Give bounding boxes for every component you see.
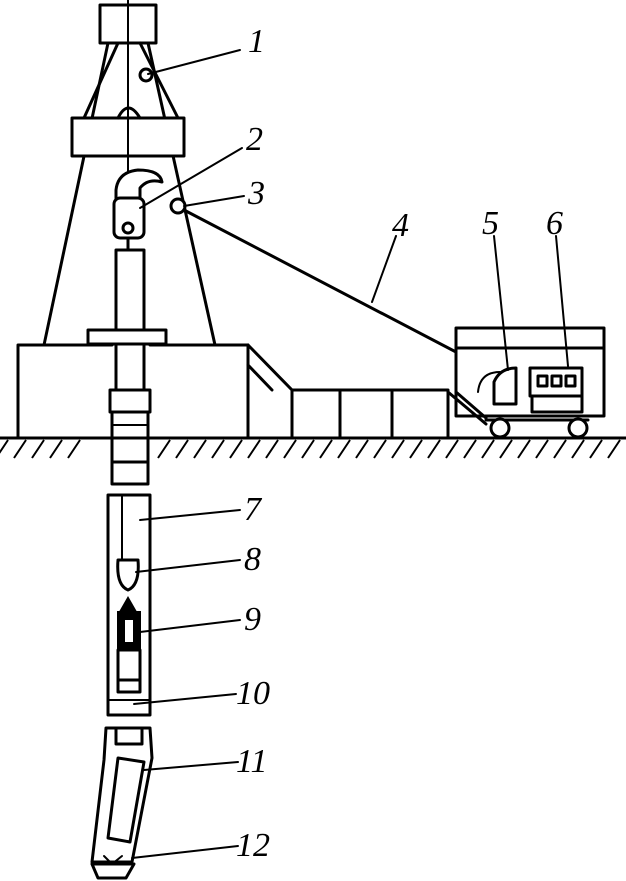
drill-bit-12 xyxy=(90,862,136,880)
ground-hatch xyxy=(517,439,531,459)
callout-5: 5 xyxy=(482,205,499,242)
ground-hatch xyxy=(247,439,261,459)
ground-hatch xyxy=(553,439,567,459)
ground-hatch xyxy=(355,439,369,459)
callout-4: 4 xyxy=(392,207,409,244)
ground-hatch xyxy=(265,439,279,459)
leader-lines xyxy=(131,49,569,859)
ground-hatch xyxy=(0,439,9,454)
ground-hatch xyxy=(229,439,243,459)
ground-hatch xyxy=(49,439,63,459)
callout-6: 6 xyxy=(546,205,563,242)
hook-swivel xyxy=(112,168,164,252)
ground-hatch xyxy=(607,439,621,459)
ground-hatch xyxy=(463,439,477,459)
ground-hatch xyxy=(175,439,189,459)
ground-hatch xyxy=(283,439,297,459)
ground-hatch xyxy=(427,439,441,459)
ground-hatch xyxy=(535,439,549,459)
ground-hatch xyxy=(13,439,27,459)
wire-rope-4 xyxy=(182,208,502,377)
winch-5 xyxy=(492,366,518,406)
rig-floor xyxy=(16,328,450,440)
callout-1: 1 xyxy=(248,23,265,60)
callout-3: 3 xyxy=(247,175,265,212)
ground-hatch xyxy=(67,439,81,459)
callout-9: 9 xyxy=(244,601,261,638)
ground-hatch xyxy=(31,439,45,459)
derrick xyxy=(42,0,217,347)
ground-hatch xyxy=(445,439,459,459)
callout-12: 12 xyxy=(236,827,270,864)
ground-hatch xyxy=(373,439,387,459)
ground-hatch xyxy=(499,439,513,459)
tank-b xyxy=(338,388,394,440)
callouts: 1 2 3 4 5 6 7 8 9 10 11 12 xyxy=(236,23,563,864)
ground-hatch xyxy=(301,439,315,459)
callout-2: 2 xyxy=(246,121,263,158)
sheave-1 xyxy=(138,67,154,83)
callout-11: 11 xyxy=(236,743,267,780)
ground-hatch xyxy=(193,439,207,459)
tank-c xyxy=(390,388,450,440)
ground-hatch xyxy=(157,439,171,459)
tank-a xyxy=(290,388,342,440)
logging-truck xyxy=(446,326,606,439)
callout-8: 8 xyxy=(244,541,261,578)
drill-pipe-surface xyxy=(108,248,152,464)
ground-hatch xyxy=(571,439,585,459)
ground xyxy=(0,436,626,459)
downhole-string xyxy=(90,460,154,880)
ground-hatch xyxy=(589,439,603,459)
callout-7: 7 xyxy=(244,491,263,528)
ground-hatch xyxy=(319,439,333,459)
callout-10: 10 xyxy=(236,675,270,712)
ground-hatch xyxy=(409,439,423,459)
ground-hatch xyxy=(391,439,405,459)
ground-hatch xyxy=(211,439,225,459)
ground-hatch xyxy=(337,439,351,459)
ground-hatch xyxy=(481,439,495,459)
tool-8 xyxy=(116,558,140,592)
